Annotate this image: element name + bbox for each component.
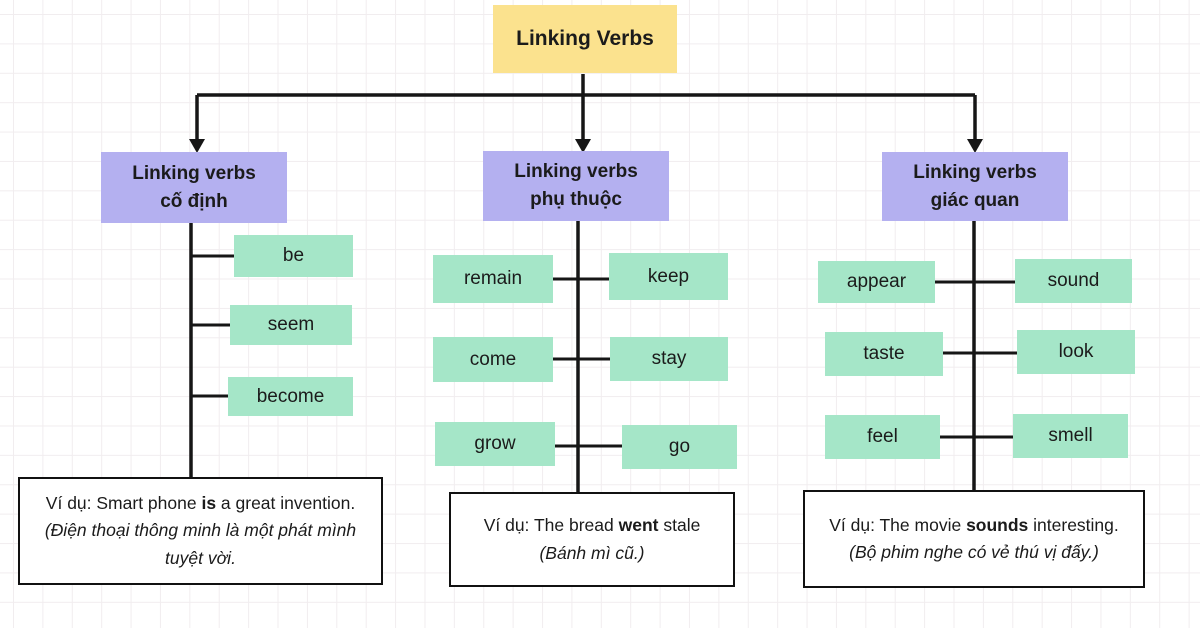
example-box-giac-quan: Ví dụ: The movie sounds interesting. (Bộ… — [803, 490, 1145, 588]
verb-node-sound: sound — [1015, 259, 1132, 303]
branch1-label-line1: Linking verbs — [132, 162, 256, 184]
verb-node-taste: taste — [825, 332, 943, 376]
example3-suffix: interesting. — [1028, 514, 1119, 535]
example1-translation-line2: tuyệt vời. — [165, 547, 236, 568]
branch3-label-line1: Linking verbs — [913, 161, 1037, 183]
example2-suffix: stale — [658, 515, 701, 536]
branch-node-co-dinh: Linking verbs cố định — [101, 152, 287, 223]
example1-prefix: Ví dụ: Smart phone — [45, 493, 202, 514]
verb-node-keep: keep — [609, 253, 728, 300]
verb-node-look: look — [1017, 330, 1135, 374]
verb-node-feel: feel — [825, 415, 940, 459]
example2-verb: went — [618, 515, 659, 536]
verb-node-stay: stay — [610, 337, 728, 381]
example1-sentence: Ví dụ: Smart phone is a great invention. — [46, 490, 355, 517]
example2-sentence: Ví dụ: The bread went stale — [484, 512, 701, 539]
verb-node-become: become — [228, 377, 353, 416]
branch2-label-line2: phụ thuộc — [530, 189, 622, 210]
verb-node-go: go — [622, 425, 737, 469]
example-box-phu-thuoc: Ví dụ: The bread went stale (Bánh mì cũ.… — [449, 492, 735, 587]
verb-node-seem: seem — [230, 305, 352, 345]
branch-node-phu-thuoc: Linking verbs phụ thuộc — [483, 151, 669, 221]
example3-verb: sounds — [966, 514, 1029, 535]
example2-prefix: Ví dụ: The bread — [483, 515, 619, 536]
verb-node-come: come — [433, 337, 553, 382]
example3-prefix: Ví dụ: The movie — [829, 514, 967, 535]
branch2-label-line1: Linking verbs — [514, 161, 638, 183]
verb-node-be: be — [234, 235, 353, 277]
verb-node-smell: smell — [1013, 414, 1128, 458]
root-title: Linking Verbs — [516, 27, 654, 50]
arrowhead-branch3 — [967, 139, 983, 153]
verb-node-appear: appear — [818, 261, 935, 303]
branch3-label-line2: giác quan — [930, 189, 1020, 211]
example3-translation-line1: (Bộ phim nghe có vẻ thú vị đấy.) — [849, 542, 1099, 562]
verb-node-remain: remain — [433, 255, 553, 303]
example3-sentence: Ví dụ: The movie sounds interesting. — [829, 512, 1119, 539]
arrowhead-branch1 — [189, 139, 205, 153]
example1-suffix: a great invention. — [216, 493, 356, 514]
example2-translation-line1: (Bánh mì cũ.) — [539, 542, 645, 563]
branch-node-giac-quan: Linking verbs giác quan — [882, 152, 1068, 221]
verb-node-grow: grow — [435, 422, 555, 466]
branch1-label-line2: cố định — [160, 190, 228, 212]
root-node-linking-verbs: Linking Verbs — [493, 5, 677, 73]
example1-translation-line1: (Điện thoại thông minh là một phát mình — [44, 520, 357, 541]
example-box-co-dinh: Ví dụ: Smart phone is a great invention.… — [18, 477, 383, 585]
example1-verb: is — [201, 493, 217, 514]
